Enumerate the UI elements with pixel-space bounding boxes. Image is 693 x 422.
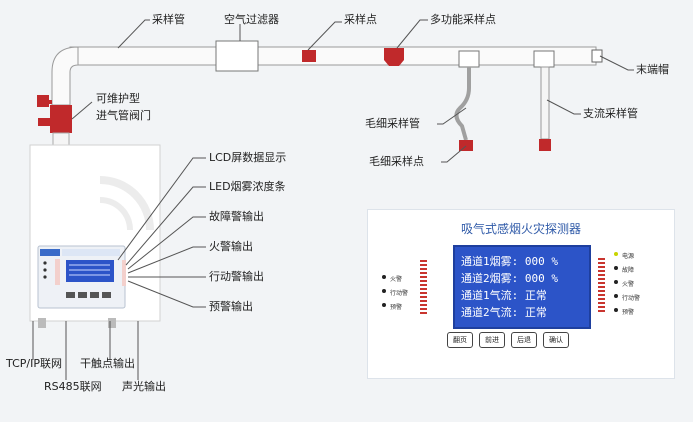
capillary-point-label: 毛细采样点 [369,155,424,168]
smoke-bar-segment [598,258,605,260]
smoke-bar-segment [598,262,605,264]
smoke-bar-segment [420,280,427,282]
lcd-line-ch2-smoke: 通道2烟雾: 000 % [461,272,558,285]
air-filter-label: 空气过滤器 [224,13,279,26]
branch-end-marker [539,139,551,151]
branch-tee [533,50,555,68]
inlet-valve-label-line1: 可维护型 [96,92,140,105]
left-ind-label-prealarm: 预警 [390,304,403,311]
smoke-bar-segment [598,298,605,300]
air-filter-box [215,40,259,72]
smoke-bar-segment [598,290,605,292]
smoke-bar-segment [420,296,427,298]
back-button[interactable]: 后退 [511,332,537,348]
right-led-power [614,252,618,256]
smoke-bar-segment [420,272,427,274]
left-led-fire [382,275,386,279]
smoke-bar-segment [420,264,427,266]
smoke-bar-segment [598,294,605,296]
panel-lcd: 通道1烟雾: 000 % 通道2烟雾: 000 % 通道1气流: 正常 通道2气… [453,245,591,329]
smoke-bar-segment [420,268,427,270]
right-ind-label-power: 电源 [622,253,635,260]
smoke-bar-segment [598,302,605,304]
callout-fire-output: 火警输出 [209,240,253,253]
multi-function-point-label: 多功能采样点 [430,13,496,26]
lcd-line-ch2-airflow: 通道2气流: 正常 [461,306,547,319]
sound-light-label: 声光输出 [122,380,166,393]
right-led-fault [614,266,618,270]
right-ind-label-fault: 故障 [622,267,635,274]
smoke-bar-segment [420,284,427,286]
smoke-bar-segment [598,282,605,284]
end-cap [591,49,603,63]
smoke-bar-segment [420,292,427,294]
detector-unit [29,144,161,328]
capillary-tube [454,67,471,141]
right-ind-label-fire: 火警 [622,281,635,288]
capillary-tee [458,50,480,68]
page-button[interactable]: 翻页 [447,332,473,348]
right-ind-label-prealarm: 预警 [622,309,635,316]
smoke-bar-segment [420,276,427,278]
left-ind-label-fire: 火警 [390,276,403,283]
capillary-pipe-label: 毛细采样管 [365,117,420,130]
branch-pipe [540,66,550,140]
confirm-button[interactable]: 确认 [543,332,569,348]
smoke-bar-segment [598,274,605,276]
inlet-valve [37,95,72,148]
left-led-action [382,289,386,293]
callout-prealarm-output: 预警输出 [209,300,253,313]
smoke-bar-segment [598,270,605,272]
tcpip-label: TCP/IP联网 [6,357,62,370]
sampling-pipe-label: 采样管 [152,13,185,26]
lcd-line-ch1-airflow: 通道1气流: 正常 [461,289,547,302]
smoke-bar-segment [598,278,605,280]
dry-contact-label: 干触点输出 [80,357,135,370]
front-panel-detail: 吸气式感烟火灾探测器 火警 行动警 预警 通道1烟雾: 000 % 通道2烟雾:… [367,209,675,379]
left-ind-label-action: 行动警 [390,290,409,297]
smoke-bar-segment [420,304,427,306]
multi-function-point-marker [384,48,404,66]
rs485-label: RS485联网 [44,380,102,393]
smoke-bar-segment [420,312,427,314]
inlet-valve-label-line2: 进气管阀门 [96,109,151,122]
forward-button[interactable]: 前进 [479,332,505,348]
branch-pipe-label: 支流采样管 [583,107,638,120]
smoke-bar-segment [598,286,605,288]
right-led-action [614,294,618,298]
smoke-bar-segment [420,308,427,310]
end-cap-label: 末端帽 [636,63,669,76]
right-led-fire [614,280,618,284]
leader-lines [32,19,634,380]
callout-led-bar: LED烟雾浓度条 [209,180,286,193]
callout-action-output: 行动警输出 [209,270,264,283]
smoke-bar-segment [420,288,427,290]
callout-fault-output: 故障警输出 [209,210,264,223]
panel-title: 吸气式感烟火灾探测器 [460,222,581,236]
smoke-bar-segment [598,310,605,312]
smoke-bar-segment [420,260,427,262]
capillary-point-marker [459,140,473,151]
right-ind-label-action: 行动警 [622,295,641,302]
lcd-line-ch1-smoke: 通道1烟雾: 000 % [461,255,558,268]
sampling-point-marker [302,50,316,62]
smoke-bar-segment [598,306,605,308]
smoke-bar-segment [598,266,605,268]
right-led-prealarm [614,308,618,312]
callout-lcd-display: LCD屏数据显示 [209,151,287,164]
smoke-bar-segment [420,300,427,302]
left-led-prealarm [382,303,386,307]
sampling-point-label: 采样点 [344,13,377,26]
